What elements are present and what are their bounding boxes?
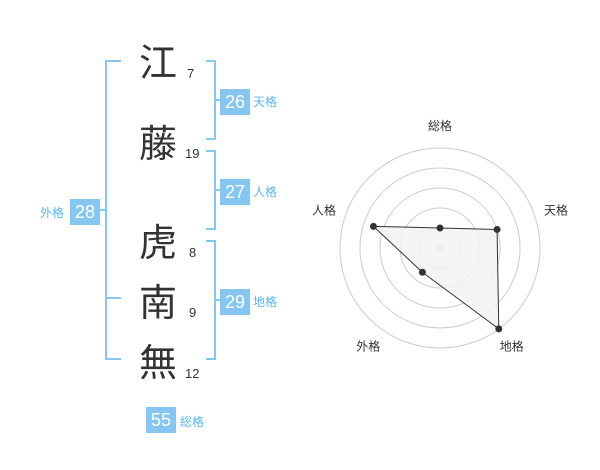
jinkaku-label: 人格 — [253, 185, 278, 199]
radar-ring-5 — [339, 147, 541, 349]
radar-point-5 — [369, 222, 377, 230]
given-strokes-1: 8 — [189, 245, 197, 260]
tenkaku-value: 26 — [220, 89, 250, 115]
surname-strokes-1: 7 — [187, 66, 195, 81]
given-char-2: 南 — [138, 281, 177, 325]
jinkaku-tick — [214, 189, 220, 191]
radar-axis-label-3: 地格 — [500, 339, 524, 354]
gaikaku-tick — [99, 209, 107, 211]
radar-point-1 — [436, 224, 444, 232]
radar-axis-label-2: 天格 — [544, 202, 568, 217]
given-char-3: 無 — [138, 341, 177, 385]
soukaku-value: 55 — [146, 407, 176, 433]
surname-strokes-2: 19 — [185, 146, 200, 161]
given-strokes-2: 9 — [189, 305, 197, 320]
tenkaku-tick — [214, 99, 220, 101]
radar-point-3 — [495, 325, 503, 333]
radar-ring-3 — [379, 187, 501, 309]
gaikaku-label: 外格 — [40, 206, 65, 220]
chikaku-value: 29 — [220, 289, 250, 315]
chikaku-tick — [214, 299, 220, 301]
radar-axis-label-5: 人格 — [312, 202, 336, 217]
gaikaku-value: 28 — [70, 199, 100, 225]
jinkaku-value: 27 — [220, 179, 250, 205]
radar-area — [372, 225, 500, 330]
gaikaku-mid-tick — [105, 297, 121, 299]
radar-point-2 — [493, 225, 501, 233]
given-char-1: 虎 — [138, 221, 177, 265]
tenkaku-label: 天格 — [253, 95, 278, 109]
radar-axis-label-4: 外格 — [356, 339, 380, 354]
surname-char-1: 江 — [138, 41, 177, 85]
radar-point-4 — [418, 268, 426, 276]
chikaku-label: 地格 — [253, 295, 278, 309]
radar-axis-label-1: 総格 — [428, 118, 452, 133]
soukaku-label: 総格 — [180, 415, 205, 429]
given-strokes-3: 12 — [185, 366, 200, 381]
radar-ring-4 — [359, 167, 521, 329]
surname-char-2: 藤 — [138, 122, 177, 166]
